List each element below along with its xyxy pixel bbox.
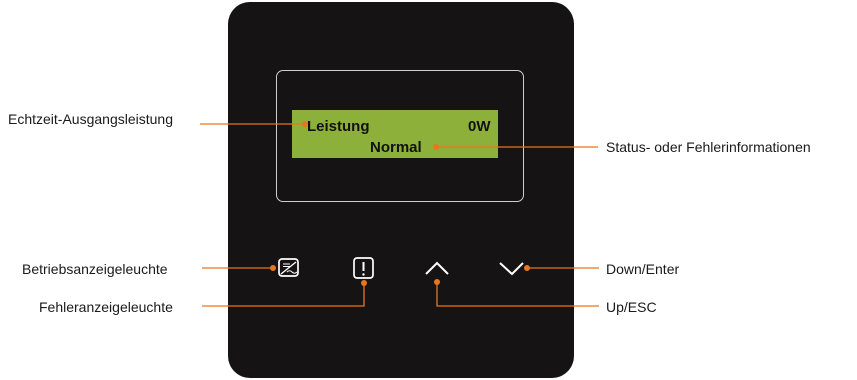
callout-run-light-label: Betriebsanzeigeleuchte (22, 261, 168, 277)
leader-dot-status (433, 144, 439, 150)
leader-dot-down (524, 265, 530, 271)
inverter-panel (228, 2, 574, 378)
down-arrow-icon[interactable] (499, 262, 524, 276)
leader-dot-power (302, 121, 308, 127)
leader-dot-fault-light (361, 280, 367, 286)
leader-up (436, 283, 599, 307)
leader-dot-up (434, 279, 440, 285)
screen-frame (276, 70, 524, 202)
callout-up-label: Up/ESC (606, 299, 657, 315)
callout-status-label: Status- oder Fehlerinformationen (606, 139, 811, 155)
leader-fault-light (202, 283, 365, 307)
callout-down-label: Down/Enter (606, 261, 680, 277)
callout-power-label: Echtzeit-Ausgangsleistung (8, 111, 173, 127)
lcd-display (292, 110, 498, 158)
fault-indicator-icon (353, 257, 374, 279)
leader-dot-run-light (270, 265, 276, 271)
callout-fault-light-label: Fehleranzeigeleuchte (39, 299, 173, 315)
lcd-status-text: Normal (370, 139, 422, 156)
lcd-power-label: Leistung (307, 118, 370, 135)
run-indicator-icon (278, 258, 299, 277)
up-arrow-icon[interactable] (425, 261, 449, 275)
lcd-power-value: 0W (468, 118, 491, 135)
